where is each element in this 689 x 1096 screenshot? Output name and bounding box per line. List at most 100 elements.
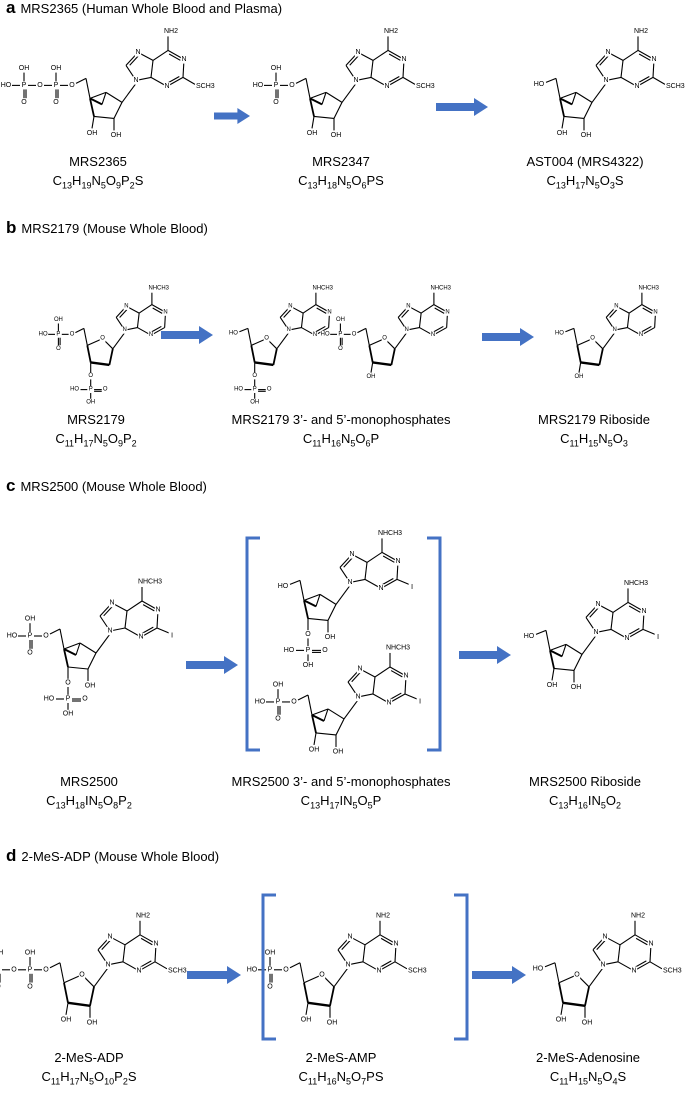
atom-label: O [69, 82, 75, 89]
atom-label-background [638, 284, 659, 293]
atom-label: N [403, 672, 408, 679]
atom-label-background [195, 82, 215, 91]
atom-label-background [318, 970, 326, 979]
atom-label-background [168, 630, 176, 640]
chemical-bond [362, 944, 366, 962]
left-bracket [245, 536, 260, 752]
atom-label-background [652, 308, 659, 316]
chemical-bond [404, 693, 418, 700]
atom-label-background [352, 76, 360, 85]
atom-label-background [408, 581, 416, 591]
atom-label: P [66, 696, 71, 703]
chemical-bond [402, 76, 416, 85]
atom-label-background [87, 372, 94, 380]
atom-label: N [405, 327, 409, 333]
atom-label: N [149, 332, 153, 338]
molecular-formula: C11H15N5O4S [549, 1069, 627, 1087]
atom-label-background [162, 308, 169, 316]
chemical-bond [380, 937, 393, 946]
atom-label: P [54, 82, 59, 89]
atom-label: O [574, 971, 580, 978]
reaction-arrow-shape [186, 656, 238, 674]
atom-label: HO [284, 647, 295, 654]
atom-label: SCH3 [666, 83, 685, 90]
atom-label: OH [25, 949, 36, 956]
atom-label: N [138, 634, 143, 641]
chemical-bond [335, 585, 351, 605]
atom-label-background [381, 335, 388, 343]
atom-label: P [28, 966, 33, 973]
atom-label: OH [87, 130, 98, 137]
atom-label: SCH3 [416, 83, 435, 90]
atom-label-background [570, 683, 582, 692]
atom-label-background [662, 966, 682, 975]
atom-label: OH [581, 132, 592, 139]
atom-label-background [589, 335, 596, 343]
chemical-bond [59, 962, 65, 983]
atom-label: O [283, 966, 289, 973]
molecular-formula: C13H17N5O3S [546, 173, 624, 191]
atom-label: OH [0, 949, 3, 956]
chemical-bond [95, 633, 111, 654]
atom-label: N [109, 600, 114, 607]
atom-label: O [79, 971, 85, 978]
atom-label-background [10, 965, 18, 974]
atom-label: NH2 [384, 28, 398, 35]
chemical-bond [154, 961, 168, 970]
atom-label-background [324, 633, 336, 642]
atom-label: HO [1, 82, 12, 89]
chemical-bond [91, 116, 95, 129]
reaction-arrow [187, 966, 241, 984]
atom-label: OH [367, 374, 376, 380]
atom-label-background [407, 966, 427, 975]
chemical-bond [389, 692, 402, 700]
atom-label: NHCH3 [386, 644, 410, 651]
chemical-bond [302, 304, 317, 314]
atom-label: N [136, 967, 141, 974]
chemical-bond [394, 332, 408, 350]
left-bracket-shape [261, 893, 276, 1041]
atom-label-background [137, 632, 145, 642]
atom-label-background [6, 631, 18, 641]
atom-label-background [400, 55, 408, 64]
chemical-bond [325, 91, 343, 103]
atom-label-background [623, 634, 631, 643]
atom-label-background [0, 948, 4, 957]
atom-label-background [233, 386, 244, 394]
molecular-formula: C13H16IN5O2 [549, 793, 621, 811]
atom-label-background [304, 646, 312, 655]
chemical-bond [63, 648, 69, 668]
atom-label: OH [303, 662, 314, 669]
chemical-bond [93, 967, 109, 988]
atom-label-background [650, 55, 658, 64]
chemical-bond [254, 361, 274, 367]
chemical-bond [63, 648, 77, 656]
atom-label-background [270, 64, 282, 73]
atom-label: P [338, 331, 342, 337]
atom-label-background [348, 550, 356, 559]
atom-label-background [378, 529, 402, 538]
atom-label-background [266, 386, 272, 394]
chemical-bond [311, 714, 325, 722]
right-bracket-shape [427, 536, 442, 752]
atom-label: HO [247, 966, 258, 973]
chemical-bond [333, 102, 343, 119]
chemical-bond [575, 91, 593, 103]
atom-label: N [345, 961, 350, 968]
atom-label-background [24, 948, 36, 957]
chemical-bond [628, 304, 643, 314]
atom-label-background [52, 98, 60, 107]
chemical-bond [303, 982, 309, 1003]
atom-label: I [171, 631, 173, 640]
atom-label-background [385, 698, 393, 708]
atom-label-background [594, 600, 602, 609]
chemical-bond [401, 309, 410, 318]
atom-label-background [68, 81, 76, 90]
atom-label-background [272, 680, 284, 690]
atom-label: N [605, 49, 610, 56]
atom-label: O [291, 698, 297, 705]
